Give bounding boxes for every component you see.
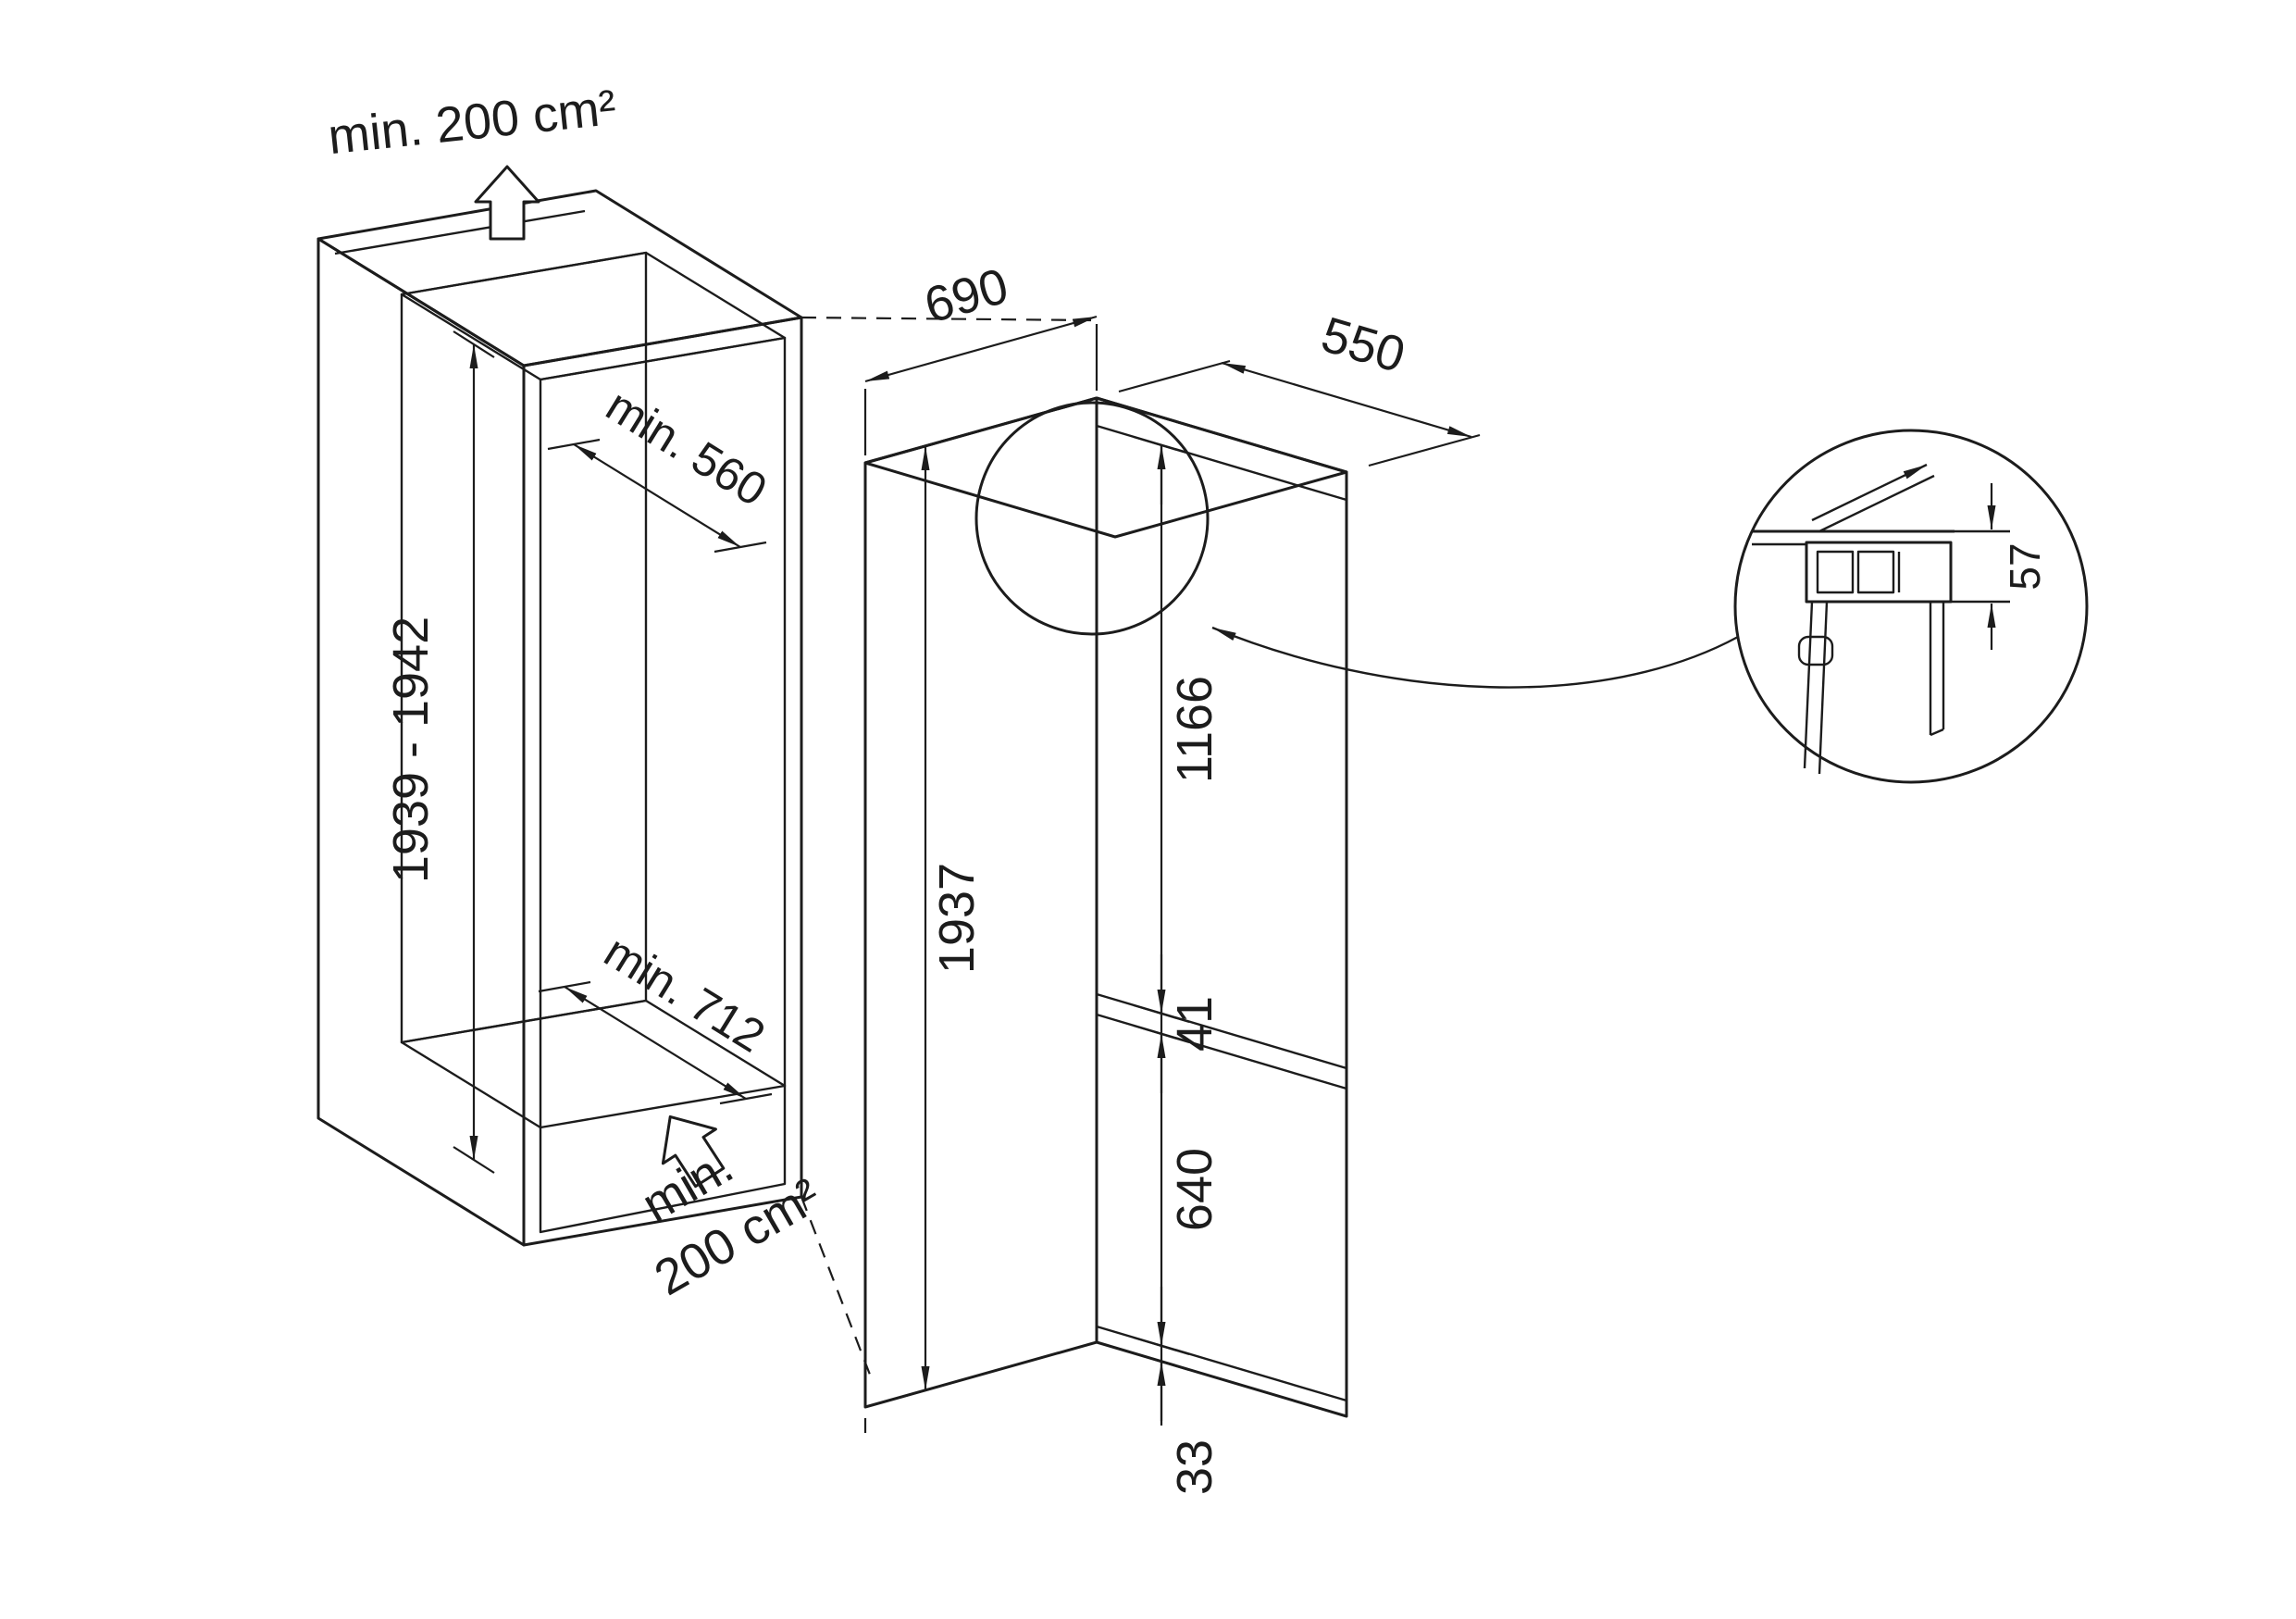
niche-height-label: 1939 - 1942 [383, 616, 439, 883]
hinge-height-label: 57 [2001, 542, 2049, 590]
leader-arrow [1211, 626, 1739, 689]
floor-clearance-label: 33 [1167, 1439, 1222, 1495]
bottom-vent-arrow [661, 1115, 726, 1189]
lower-door-height-label: 640 [1167, 1148, 1222, 1231]
dim-appliance-width [1118, 359, 1481, 467]
dim-door-stack [1133, 435, 1190, 1426]
detail-circle [974, 401, 1210, 636]
appliance-height-label: 1937 [929, 863, 985, 974]
dim-appliance-height [899, 437, 952, 1400]
dim-niche-depth-top [547, 438, 767, 554]
appliance-width-label: 550 [1315, 306, 1410, 383]
callout-circle [1733, 429, 2089, 784]
niche-depth-top-label: min. 560 [598, 379, 776, 516]
dim-appliance-depth [863, 315, 1098, 455]
dim-niche-depth-bottom [538, 980, 773, 1105]
top-vent-arrow [474, 165, 540, 241]
top-vent-label: min. 200 cm² [326, 80, 619, 165]
appliance-depth-label: 690 [919, 258, 1014, 334]
upper-door-height-label: 1166 [1167, 676, 1222, 783]
dim-niche-height [453, 330, 495, 1174]
detail-view [1733, 429, 2089, 784]
door-gap-label: 41 [1167, 996, 1222, 1052]
niche-depth-bottom-label: min. 712 [596, 925, 775, 1062]
